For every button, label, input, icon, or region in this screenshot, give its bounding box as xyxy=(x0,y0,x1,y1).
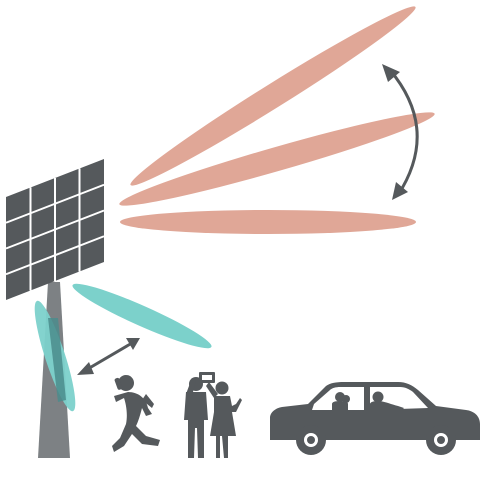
solar-panel-array xyxy=(5,159,105,300)
elevation-steering-arrow xyxy=(382,64,419,200)
diagonal-beam xyxy=(72,283,212,349)
azimuth-steering-arrow xyxy=(77,338,140,375)
middle-beam xyxy=(119,112,435,206)
upper-beam xyxy=(130,6,416,186)
lower-beam xyxy=(120,210,416,234)
short-range-beams xyxy=(34,283,212,412)
couple-taking-selfie-icon xyxy=(184,372,242,458)
solar-panel-grid xyxy=(5,168,105,291)
car-with-passengers-icon xyxy=(270,382,480,455)
long-range-beams xyxy=(119,6,435,234)
running-person-with-phone-icon xyxy=(112,375,160,452)
pole-beam-overlap xyxy=(48,318,66,402)
